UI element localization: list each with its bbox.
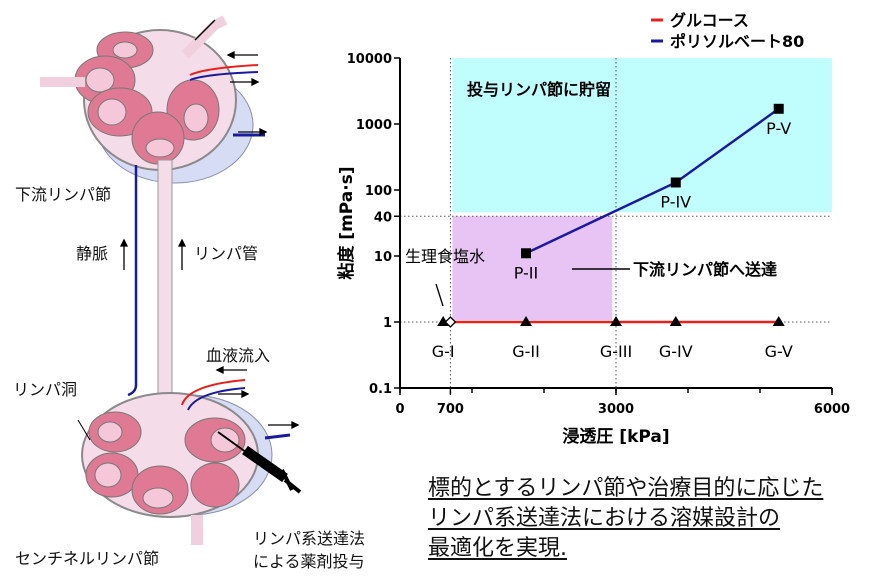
- data-point-G-V: [772, 316, 785, 326]
- syringe-icon: [217, 431, 302, 494]
- legend-label: グルコース: [670, 11, 749, 30]
- conclusion-line: 最適化を実現.: [428, 536, 567, 561]
- label-sentinel-node: センチネルリンパ節: [15, 549, 160, 568]
- data-point-P-IV: [670, 177, 681, 188]
- region-retain: [452, 58, 832, 213]
- viscosity-osmolality-chart: 0.1 1 10 40 100 1000 10000 0 700 3000 6000 浸透圧 [kPa…: [336, 11, 850, 447]
- label-downstream-node: 下流リンパ節: [15, 185, 112, 204]
- label-blood-inflow: 血液流入: [206, 346, 271, 365]
- point-label: G-II: [512, 342, 540, 361]
- conclusion-text: 標的とするリンパ節や治療目的に応じた リンパ系送達法における溶媒設計の 最適化を…: [428, 474, 823, 564]
- data-point-saline: [444, 316, 457, 328]
- y-tick-label: 0.1: [369, 382, 392, 397]
- data-point-P-V: [773, 103, 784, 114]
- point-label: P-V: [766, 119, 791, 138]
- y-axis-title: 粘度 [mPa·s]: [336, 166, 357, 279]
- x-tick-label: 700: [437, 402, 464, 417]
- point-label: P-II: [514, 263, 539, 282]
- conclusion-line: 標的とするリンパ節や治療目的に応じた: [428, 476, 824, 501]
- x-tick-label: 6000: [814, 402, 850, 417]
- y-tick-label: 1000: [356, 118, 392, 133]
- label-lymph-vessel: リンパ管: [194, 244, 259, 263]
- point-label: G-IV: [659, 342, 693, 361]
- downstream-lymph-node: [40, 15, 265, 184]
- y-tick-label: 10000: [347, 52, 392, 67]
- region-label-transfer: 下流リンパ節へ送達: [633, 260, 777, 279]
- region-transfer: [452, 216, 613, 320]
- sentinel-lymph-node: [77, 379, 291, 545]
- point-label: G-V: [765, 342, 793, 361]
- x-tick-label: 0: [395, 402, 404, 417]
- legend-label: ポリソルベート80: [670, 32, 804, 51]
- label-delivery-1: リンパ系送達法: [253, 529, 366, 548]
- lymph-vessel: [157, 159, 173, 401]
- flow-arrows: [119, 50, 300, 430]
- x-axis-title: 浸透圧 [kPa]: [562, 426, 669, 447]
- x-tick-label: 3000: [598, 402, 634, 417]
- point-label: P-IV: [660, 192, 691, 211]
- data-point-G-II: [520, 316, 532, 326]
- data-point-P-II: [521, 248, 531, 259]
- region-label-retain: 投与リンパ節に貯留: [467, 80, 611, 99]
- label-delivery-2: による薬剤投与: [253, 552, 365, 571]
- conclusion-line: リンパ系送達法における溶媒設計の: [428, 506, 781, 531]
- saline-leader-line: [435, 283, 444, 307]
- vein-line: [127, 165, 138, 397]
- point-label: G-I: [432, 342, 455, 361]
- data-point-G-IV: [669, 316, 682, 326]
- label-vein: 静脈: [76, 244, 109, 263]
- label-lymph-sinus: リンパ洞: [13, 380, 78, 399]
- y-tick-label: 100: [365, 184, 392, 199]
- y-tick-label: 10: [374, 250, 392, 265]
- point-label: G-III: [600, 342, 632, 361]
- y-tick-label: 1: [383, 316, 392, 331]
- data-point-G-III: [610, 316, 622, 326]
- y-tick-label: 40: [374, 210, 392, 225]
- reference-label: 生理食塩水: [405, 247, 485, 266]
